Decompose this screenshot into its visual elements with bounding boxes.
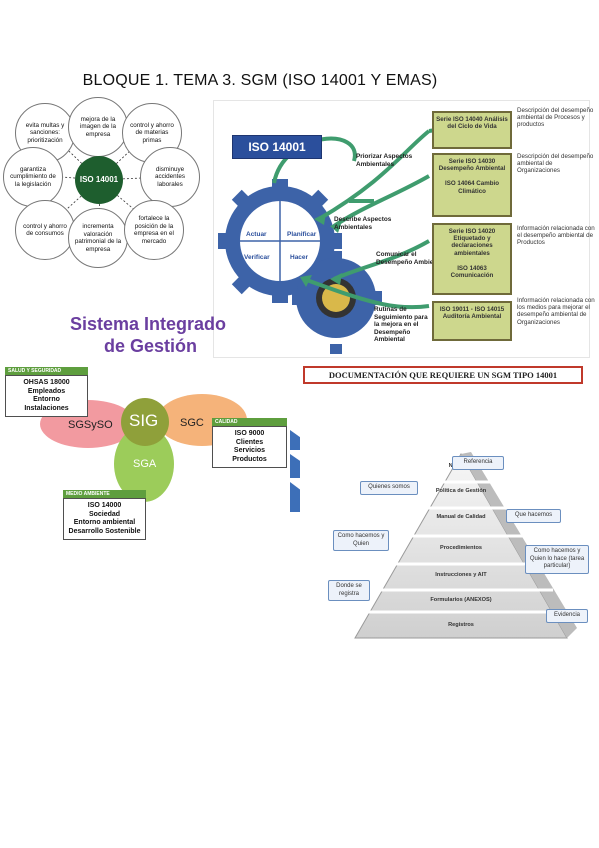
box-line: Desarrollo Sostenible (68, 527, 141, 535)
documentation-pyramid: NORMAS Política de Gestión Manual de Cal… (325, 452, 597, 644)
gear-word-planificar: Planificar (287, 231, 317, 238)
pyramid-level: Registros (448, 622, 474, 628)
standard-description: Información relacionada con los medios p… (517, 297, 595, 326)
sig-heading-line1: Sistema Integrado (70, 314, 227, 334)
standard-description: Descripción del desempeño ambiental de P… (517, 107, 594, 129)
box-line: Sociedad (88, 510, 121, 518)
gear-word-verificar: Verificar (244, 254, 270, 261)
page-title: BLOQUE 1. TEMA 3. SGM (ISO 14001 Y EMAS) (82, 72, 438, 89)
box-line: Entorno (33, 396, 60, 403)
box-title-medio: MEDIO AMBIENTE (63, 490, 146, 498)
callout-como-quien: Como hacemos y Quien (333, 530, 389, 551)
process-label: Rutinas de Seguimiento para la mejora en… (374, 306, 428, 343)
box-line: Servicios (233, 447, 266, 454)
callout-referencia: Referencia (452, 456, 504, 470)
callout-donde: Donde se registra (328, 580, 370, 601)
process-label: Comunicar el Desempeño Ambiental (376, 251, 445, 266)
sig-center: SIG (129, 411, 159, 430)
pyramid-level: Manual de Calidad (436, 514, 486, 520)
standard-box: ISO 19011 - ISO 14015 Auditoría Ambienta… (432, 301, 512, 341)
process-label: Describe Aspectos Ambientales (334, 216, 392, 231)
benefit-bubble: incrementa valoración patrimonial de la … (68, 208, 128, 268)
sig-heading-line2: de Gestión (104, 336, 198, 356)
documentation-caption: DOCUMENTACIÓN QUE REQUIERE UN SGM TIPO 1… (303, 366, 583, 384)
box-line: ISO 14000 (87, 502, 122, 509)
sig-bottom-circle: SGA (133, 458, 157, 470)
benefit-bubble: garantiza cumplimiento de la legislación (3, 147, 63, 207)
pyramid-shape (354, 452, 577, 639)
box-medio: ISO 14000 Sociedad Entorno ambiental Des… (63, 498, 146, 540)
benefit-bubble: disminuye accidentes laborales (140, 147, 200, 207)
callout-que-hacemos: Que hacemos (506, 509, 561, 523)
iso-panel-title: ISO 14001 (232, 135, 322, 159)
box-line: Empleados (27, 387, 66, 395)
callout-evidencia: Evidencia (546, 609, 588, 623)
standard-text: Serie ISO 14020 Etiquetado y declaracion… (448, 228, 496, 257)
standard-text: ISO 14064 Cambio Climático (445, 180, 499, 195)
callout-quienes: Quienes somos (360, 481, 418, 495)
standard-text: ISO 14063 Comunicación (450, 264, 494, 280)
standard-box: Serie ISO 14020 Etiquetado y declaracion… (432, 223, 512, 295)
pyramid-level: Formularios (ANEXOS) (430, 597, 492, 603)
benefits-center: ISO 14001 (75, 156, 123, 204)
sig-right-circle: SGC (180, 417, 204, 429)
standard-text: Serie ISO 14030 Desempeño Ambiental (438, 158, 506, 173)
pyramid-level: Procedimientos (440, 545, 482, 551)
benefit-bubble: control y ahorro de consumos (15, 200, 75, 260)
box-line: Instalaciones (24, 404, 69, 412)
box-line: OHSAS 18000 (23, 379, 70, 386)
box-line: Clientes (235, 438, 264, 446)
standard-box: Serie ISO 14040 Análisis del Ciclo de Vi… (432, 111, 512, 149)
box-line: Productos (232, 455, 267, 463)
box-line: ISO 9000 (234, 430, 265, 437)
benefit-bubble: fortalece la posición de la empresa en e… (124, 200, 184, 260)
gear-word-hacer: Hacer (290, 254, 309, 261)
box-title-calidad: CALIDAD (212, 418, 287, 426)
pyramid-level: Instrucciones y AIT (435, 572, 487, 578)
process-label: Priorizar Aspectos Ambientales (356, 153, 413, 168)
benefit-bubble: mejora de la imagen de la empresa (68, 97, 128, 157)
iso-gears-graphic (218, 119, 500, 354)
standard-description: Información relacionada con el desempeño… (517, 225, 595, 247)
box-title-salud: SALUD Y SEGURIDAD (5, 367, 88, 375)
box-salud: OHSAS 18000 Empleados Entorno Instalacio… (5, 375, 88, 417)
benefits-diagram: evita multas y sanciones: prioritización… (0, 95, 212, 270)
gear-word-actuar: Actuar (246, 231, 267, 238)
standard-box: Serie ISO 14030 Desempeño Ambiental ISO … (432, 153, 512, 217)
box-calidad: ISO 9000 Clientes Servicios Productos (212, 426, 287, 468)
sig-left-circle: SGSySO (68, 419, 113, 431)
sig-diagram: SGSySO SIG SGC SGA SALUD Y SEGURIDAD OHS… (0, 362, 300, 542)
callout-como-quien-lo-hace: Como hacemos y Quien lo hace (tarea part… (525, 545, 589, 574)
standard-description: Descripción del desempeño ambiental de O… (517, 153, 594, 175)
pyramid-level: Política de Gestión (435, 488, 487, 494)
iso14001-panel: ISO 14001 Actuar Planificar Verificar Ha… (213, 100, 595, 358)
box-line: Entorno ambiental (73, 519, 136, 526)
